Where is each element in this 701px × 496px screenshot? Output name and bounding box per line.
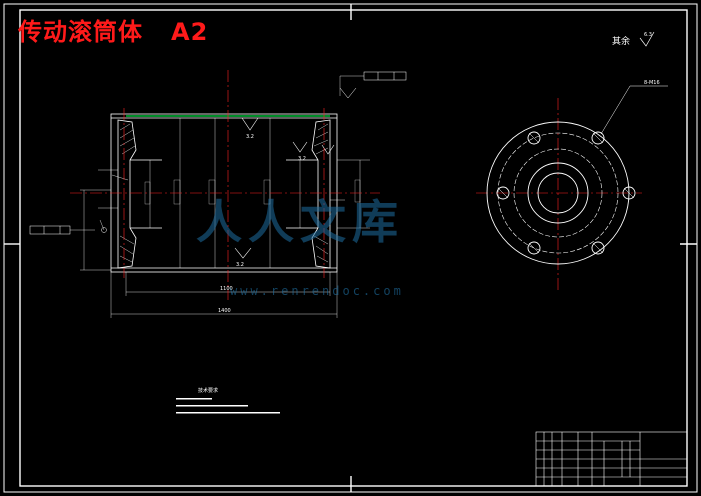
roughness-symbol xyxy=(639,31,655,47)
title-block xyxy=(535,431,688,487)
section-view xyxy=(29,71,407,318)
title-text: 传动滚筒体 xyxy=(18,18,143,46)
roughness-other-value: 6.3 xyxy=(644,32,652,38)
centering-marks xyxy=(4,4,697,492)
notes-heading: 技术要求 xyxy=(198,387,218,394)
watermark-url: www.renrendoc.com xyxy=(230,284,404,298)
dim-inner-length: 1100 xyxy=(220,286,233,292)
bolt-spec-label: 8-M16 xyxy=(644,80,660,86)
drawing-title: 传动滚筒体 A2 xyxy=(18,12,208,47)
roughness-value-2: 3.2 xyxy=(236,262,244,268)
roughness-other-label: 其余 xyxy=(612,37,631,47)
end-view xyxy=(486,85,668,265)
dim-overall-length: 1400 xyxy=(218,308,231,314)
watermark-text: 人人文库 xyxy=(196,195,404,249)
inner-frame xyxy=(19,9,688,487)
roughness-value-3: 3.2 xyxy=(298,156,306,162)
roughness-value-1: 3.2 xyxy=(246,134,254,140)
sheet-size-code: A2 xyxy=(171,18,209,46)
technical-notes: 技术要求 xyxy=(176,387,280,414)
center-lines xyxy=(70,70,642,300)
